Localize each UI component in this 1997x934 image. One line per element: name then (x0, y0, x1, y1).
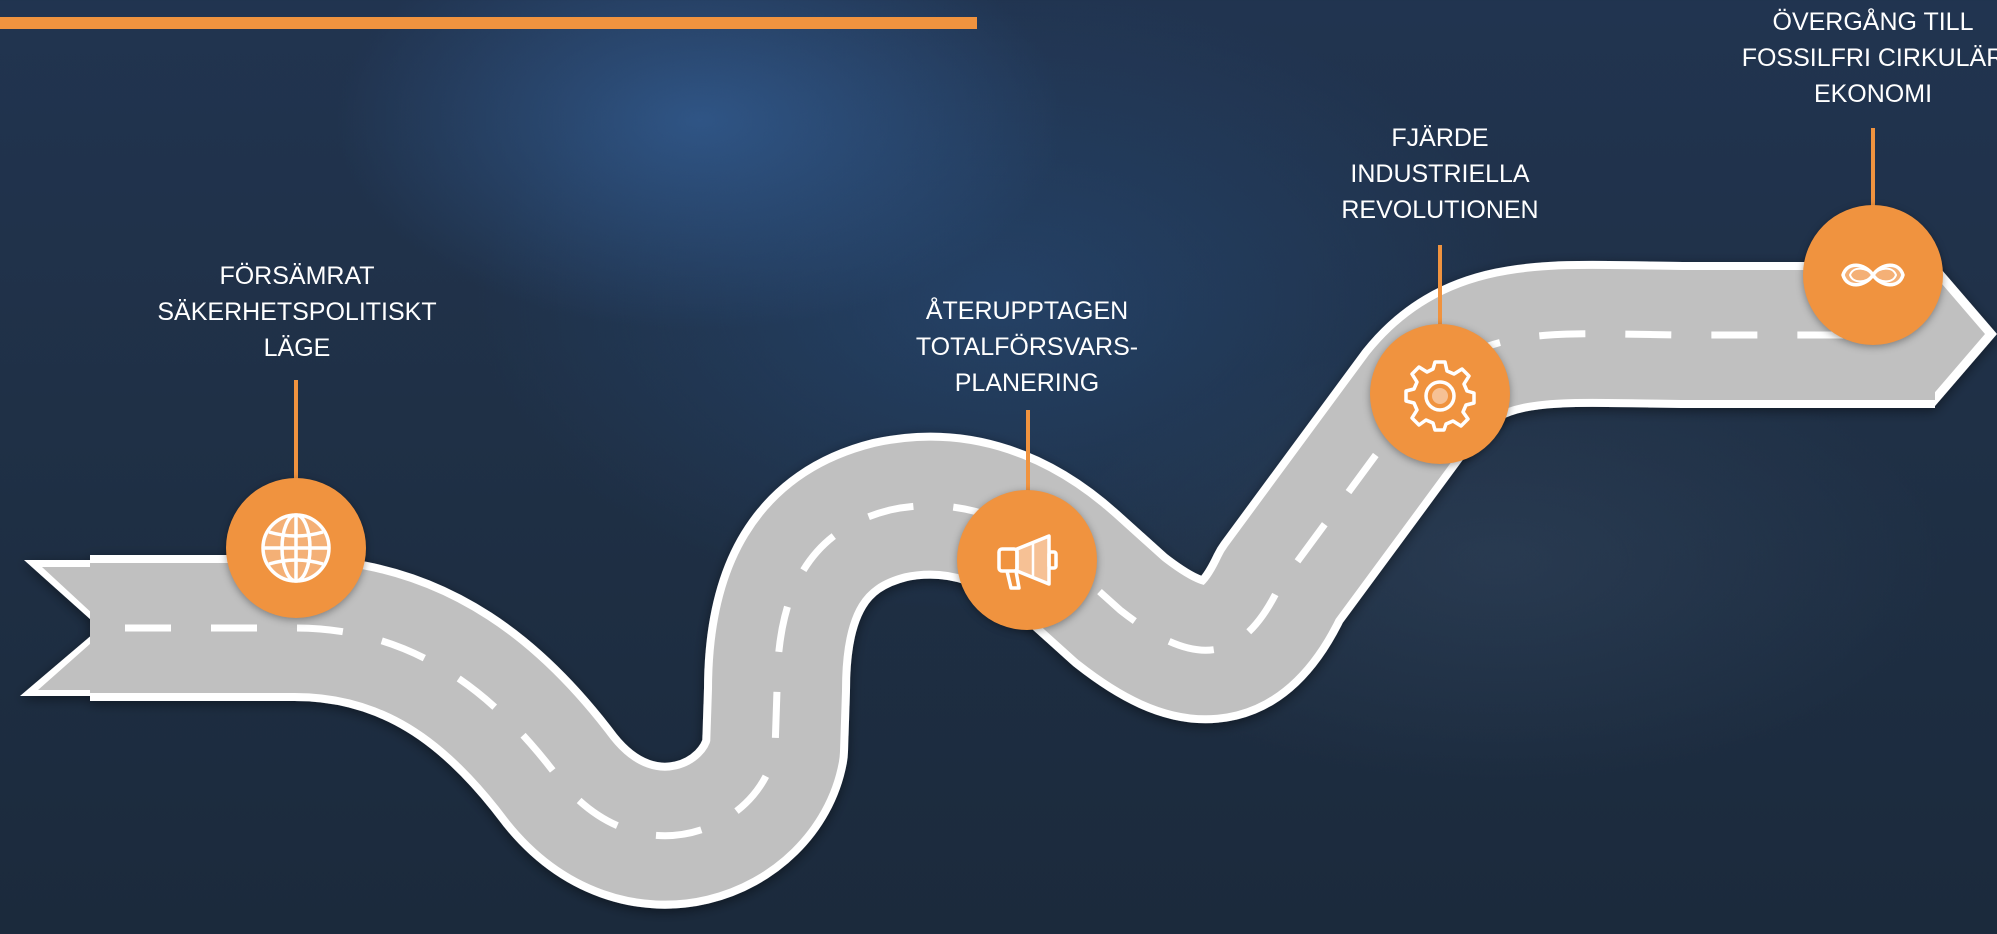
milestone-connector-4 (1871, 128, 1875, 208)
milestone-label-1: FÖRSÄMRAT SÄKERHETSPOLITISKT LÄGE (157, 262, 437, 362)
milestone-marker-4 (1803, 205, 1943, 345)
milestone-connector-1 (294, 380, 298, 480)
accent-bar (0, 17, 977, 29)
milestone-label-2: ÅTERUPPTAGEN TOTALFÖRSVARS- PLANERING (915, 297, 1139, 397)
globe-icon (261, 513, 331, 583)
milestone-connector-2 (1026, 410, 1030, 494)
milestone-label-3: FJÄRDE INDUSTRIELLA REVOLUTIONEN (1341, 124, 1539, 224)
milestone-marker-2 (957, 490, 1097, 630)
milestone-label-4: ÖVERGÅNG TILL FOSSILFRI CIRKULÄR EKONOMI (1741, 8, 1997, 108)
milestone-connector-3 (1438, 245, 1442, 327)
infinity-icon (1841, 263, 1905, 287)
megaphone-icon (997, 534, 1058, 590)
gear-icon (1404, 360, 1476, 432)
milestone-marker-1 (226, 478, 366, 618)
milestone-marker-3 (1370, 324, 1510, 464)
